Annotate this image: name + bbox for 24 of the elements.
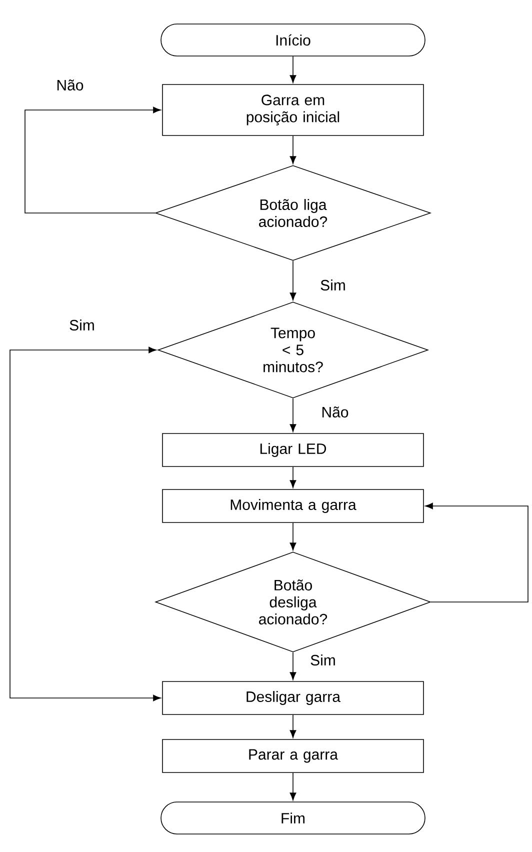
process-box: Ligar LED	[162, 433, 424, 467]
process-box: Movimenta a garra	[162, 489, 424, 523]
arrow	[10, 346, 161, 702]
arrow	[290, 260, 296, 300]
terminal-box: Início	[160, 24, 426, 56]
arrow	[290, 466, 296, 488]
terminal-box: Fim	[160, 802, 426, 834]
arrow	[290, 136, 296, 164]
arrow	[290, 772, 296, 800]
edge-label: Sim	[319, 278, 347, 292]
arrow	[290, 522, 296, 550]
arrow	[290, 714, 296, 738]
process-box: Parar a garra	[162, 739, 424, 773]
arrow	[290, 56, 296, 83]
edge-label: Sim	[309, 654, 337, 666]
arrow	[425, 502, 528, 602]
edge-label: Não	[320, 406, 350, 418]
arrow	[290, 398, 296, 432]
process-box: Desligar garra	[162, 681, 424, 715]
process-box: Garra em posição inicial	[162, 84, 424, 136]
arrow	[24, 106, 161, 214]
edge-label: Não	[55, 78, 85, 92]
edge-label: Sim	[68, 318, 96, 332]
arrow	[290, 652, 296, 680]
